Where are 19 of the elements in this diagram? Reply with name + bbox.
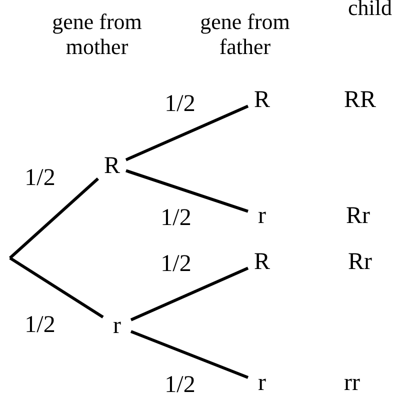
- column-heading: gene from mother: [51, 9, 143, 59]
- allele-label: r: [258, 371, 266, 395]
- genotype-label: rr: [343, 371, 361, 395]
- branch-line: [9, 178, 99, 260]
- column-heading: child: [347, 0, 393, 20]
- branch-line: [130, 266, 249, 322]
- genotype-label: Rr: [345, 204, 371, 228]
- allele-label: r: [258, 204, 266, 228]
- allele-label: R: [104, 154, 120, 178]
- branch-line: [125, 104, 249, 162]
- branch-line: [130, 330, 249, 379]
- allele-label: R: [254, 88, 270, 112]
- branch-line: [9, 256, 104, 318]
- allele-label: r: [113, 314, 121, 338]
- genotype-label: Rr: [347, 250, 373, 274]
- column-heading: gene from father: [199, 9, 291, 59]
- genotype-label: RR: [342, 88, 377, 112]
- branch-line: [126, 169, 248, 213]
- allele-label: R: [254, 250, 270, 274]
